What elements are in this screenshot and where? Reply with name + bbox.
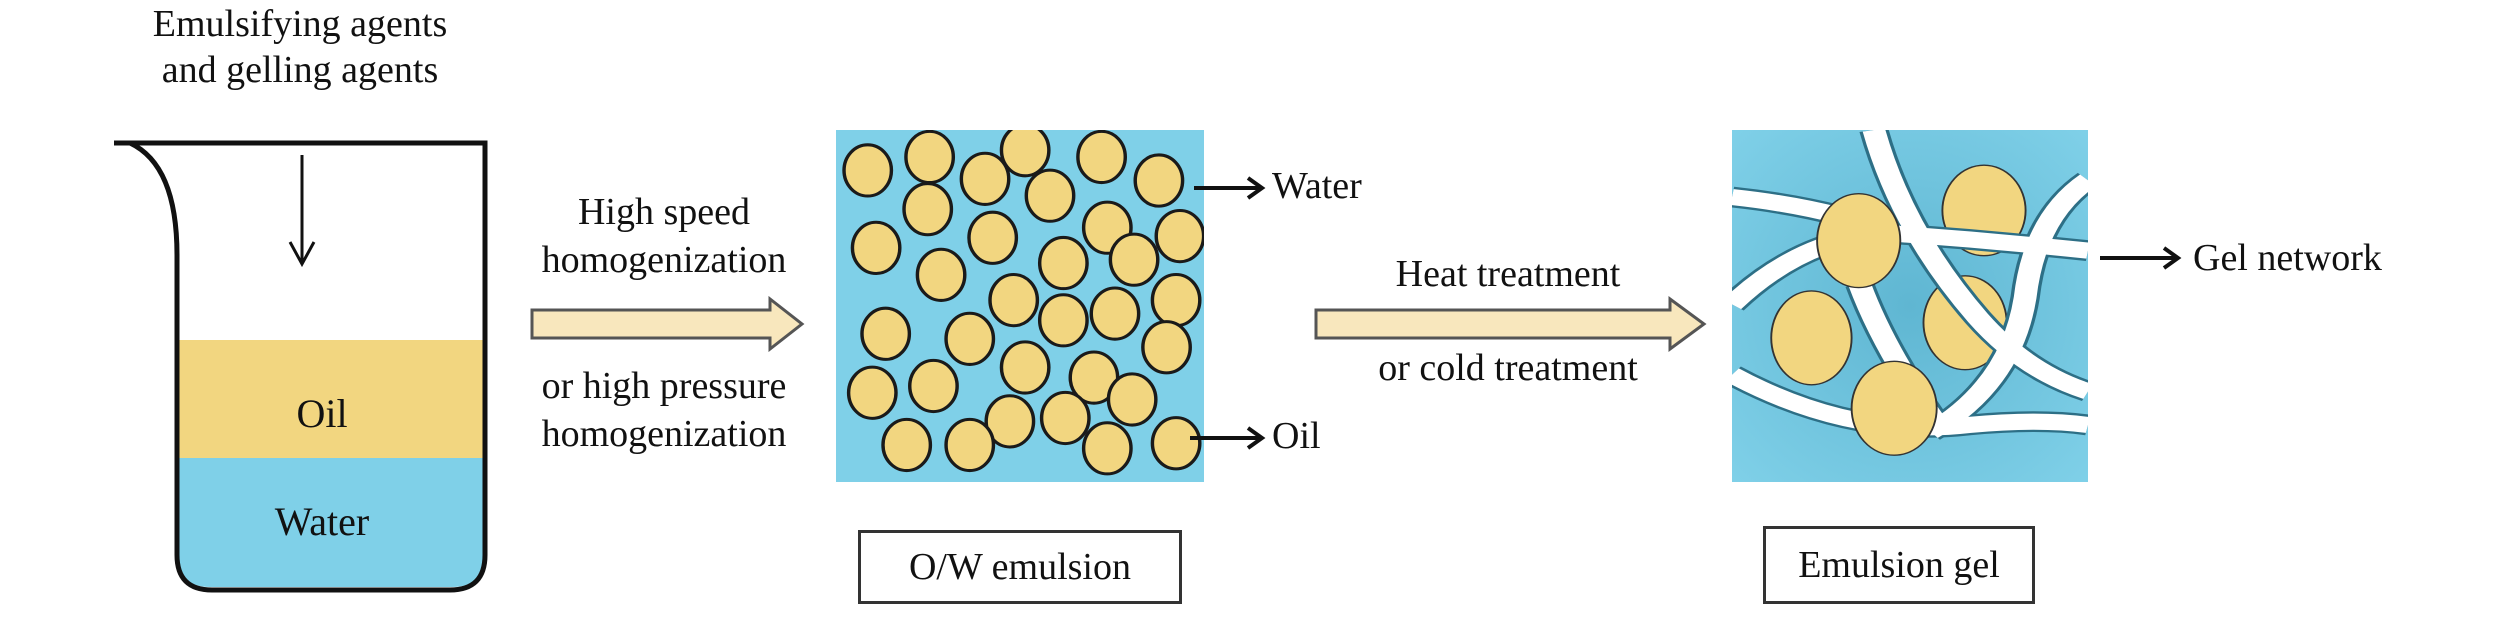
oil-droplet <box>988 272 1040 328</box>
oil-droplet <box>1037 293 1089 348</box>
oil-droplet <box>984 394 1036 449</box>
oil-droplet <box>1770 290 1853 386</box>
gel-network-callout: Gel network <box>2193 237 2382 279</box>
gel-network-strands <box>1732 130 2088 440</box>
oil-droplet <box>1141 320 1192 375</box>
oil-droplet <box>944 417 996 473</box>
beaker-diagram <box>114 140 488 593</box>
oil-droplet <box>1816 193 1902 289</box>
oil-droplet <box>1154 208 1204 264</box>
oil-droplet <box>904 130 956 185</box>
beaker-outline <box>114 140 488 593</box>
callout-arrows <box>1190 176 1266 450</box>
oil-droplet <box>1108 232 1160 287</box>
emulsion-gel-caption: Emulsion gel <box>1763 526 2035 604</box>
beaker <box>114 140 488 593</box>
process1-line2: homogenization <box>541 239 787 281</box>
oil-droplet <box>902 182 954 237</box>
process1-line4: homogenization <box>541 413 787 455</box>
oil-droplet <box>944 311 996 366</box>
process-arrow-icon <box>1314 296 1707 352</box>
oil-droplet <box>999 130 1051 178</box>
oil-droplet <box>1076 130 1127 185</box>
process1-line1: High speed <box>577 191 751 233</box>
oil-droplet <box>1039 390 1091 446</box>
oil-droplet <box>1106 372 1158 427</box>
oil-label: Oil <box>296 391 348 436</box>
oil-droplet <box>1850 360 1938 456</box>
process-arrow-icon <box>530 296 805 352</box>
oil-droplet <box>959 151 1011 206</box>
oil-callout: Oil <box>1272 415 1321 457</box>
oil-droplet <box>1150 416 1202 471</box>
input-label-line1: Emulsifying agents <box>152 3 448 45</box>
process2-line1: Heat treatment <box>1395 253 1621 295</box>
oil-droplet <box>915 247 967 302</box>
oil-droplet <box>846 365 898 420</box>
oil-droplet <box>999 340 1051 395</box>
ow-emulsion-caption: O/W emulsion <box>858 530 1182 604</box>
water-label: Water <box>274 499 370 544</box>
process1-line3: or high pressure <box>541 365 787 407</box>
right-arrow-icon <box>1194 176 1266 200</box>
input-label-line2: and gelling agents <box>161 49 439 91</box>
oil-droplet <box>1037 235 1089 291</box>
oil-droplet <box>1081 421 1133 476</box>
oil-droplet <box>881 417 933 473</box>
process2-line2: or cold treatment <box>1378 347 1638 389</box>
oil-droplet <box>1089 286 1141 341</box>
right-arrow-icon <box>1190 426 1266 450</box>
oil-droplet <box>908 358 959 414</box>
water-callout: Water <box>1272 165 1362 207</box>
right-arrow-icon <box>2100 246 2182 270</box>
oil-droplet <box>850 220 902 276</box>
down-arrow-icon <box>288 155 316 268</box>
water-layer <box>178 458 484 587</box>
oil-droplet <box>967 210 1019 265</box>
oil-droplet <box>860 306 912 361</box>
oil-layer <box>178 340 484 458</box>
oil-droplet <box>1024 168 1076 223</box>
oil-droplet <box>842 143 894 198</box>
ow-emulsion-illustration <box>836 130 1204 482</box>
oil-droplet <box>1133 153 1185 208</box>
emulsion-gel-illustration <box>1732 130 2088 482</box>
